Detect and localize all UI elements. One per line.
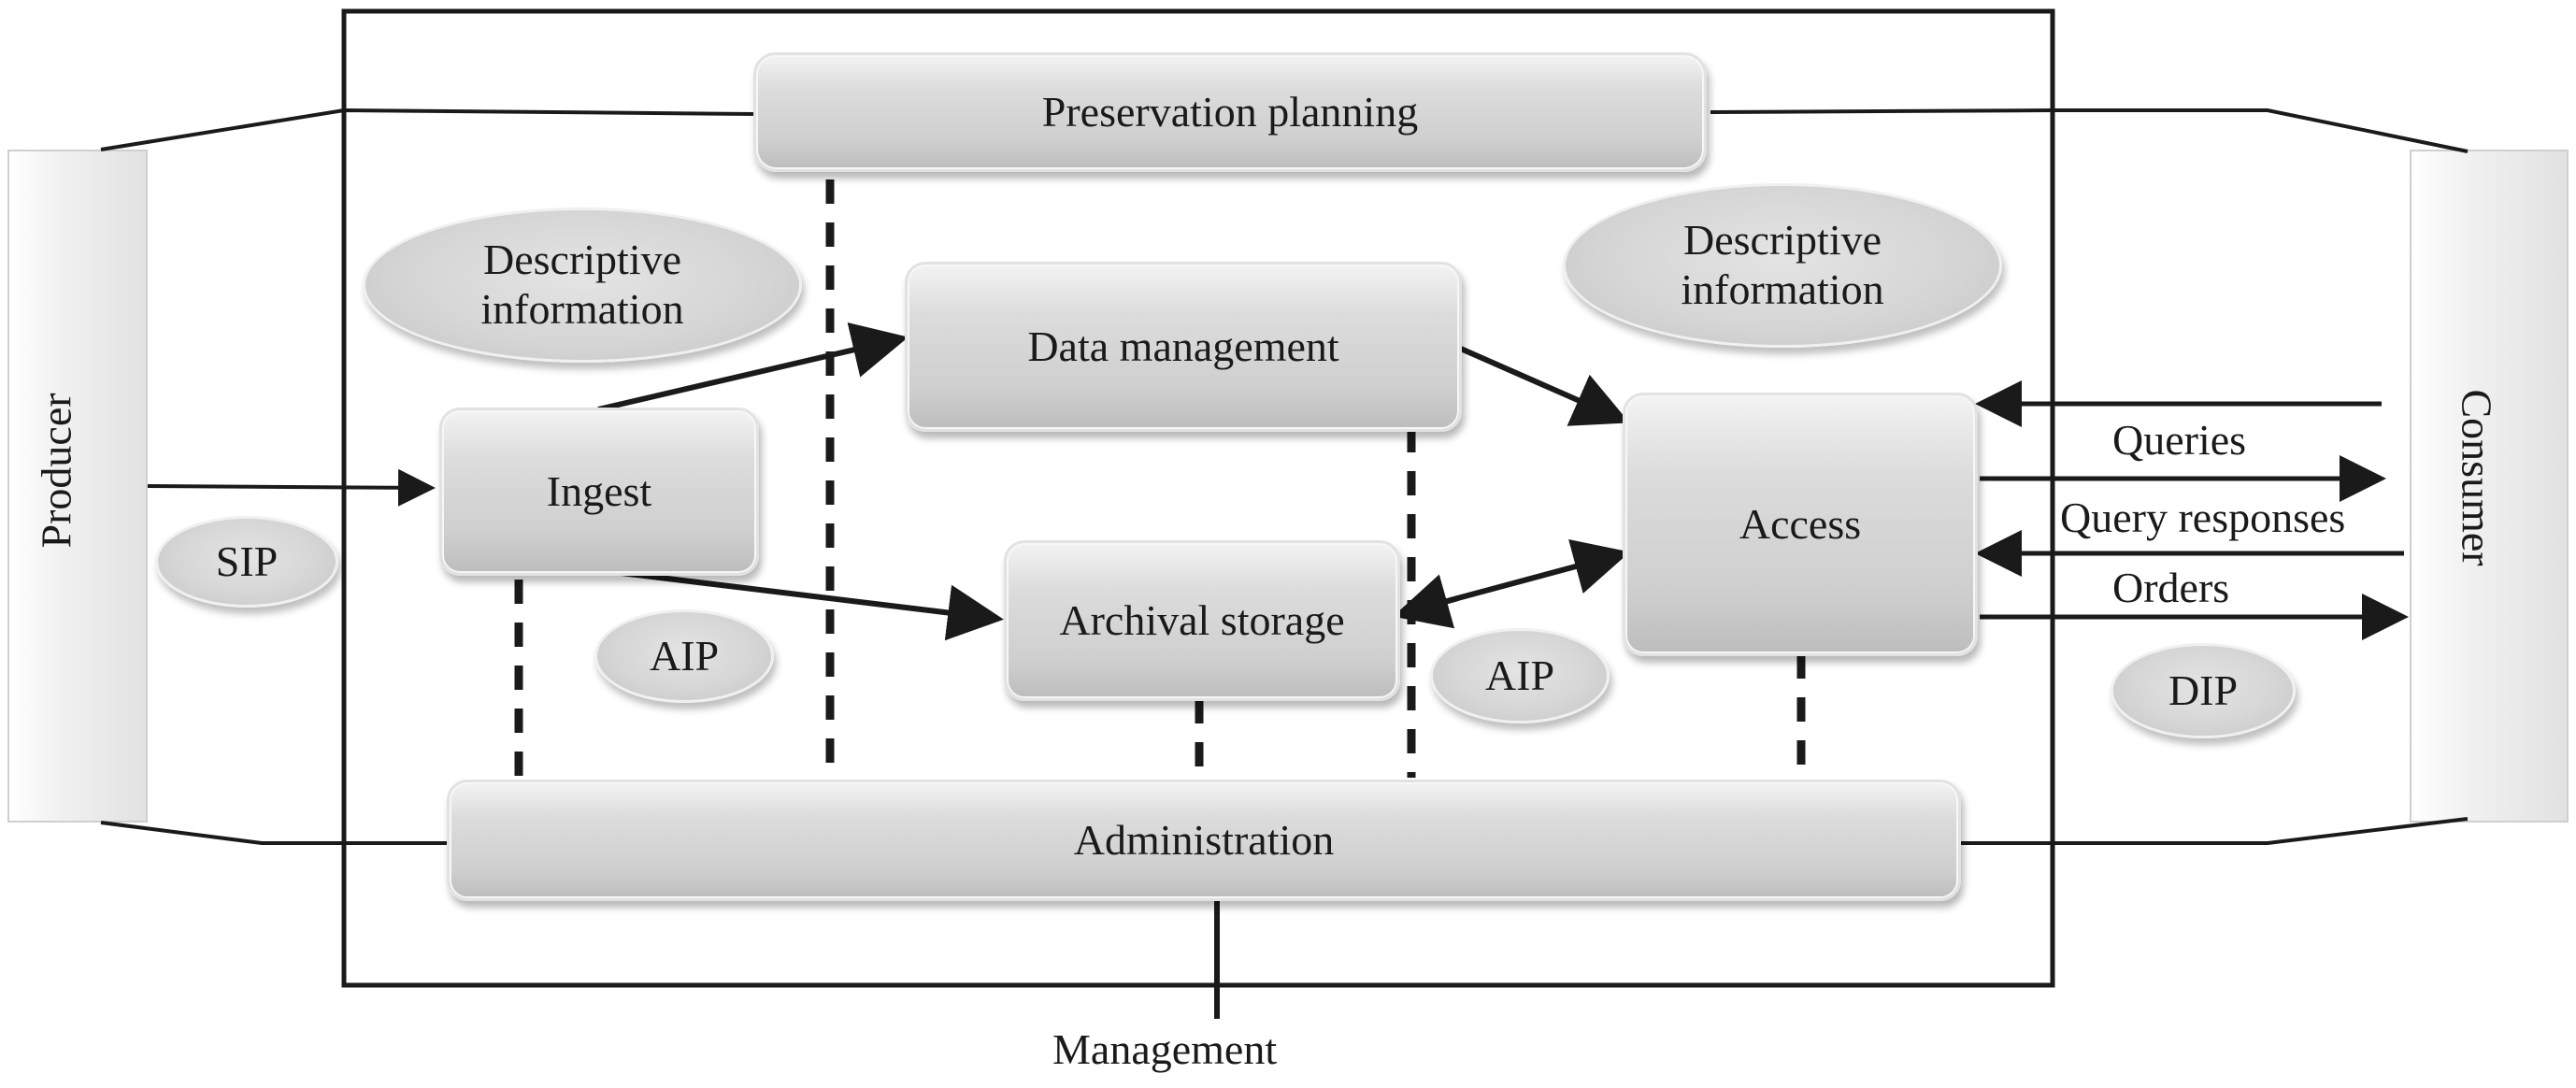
arrow-ingest-datamgmt: [597, 322, 909, 412]
sip-ellipse: SIP: [155, 516, 338, 608]
dip-label: DIP: [2168, 666, 2239, 714]
producer-panel: [7, 150, 148, 823]
descriptive-information-left-ellipse: Descriptive information: [363, 208, 802, 363]
dip-ellipse: DIP: [2111, 643, 2296, 738]
queries-label: Queries: [2112, 416, 2247, 464]
aip-left-label: AIP: [649, 631, 720, 680]
archival-storage-label: Archival storage: [1059, 596, 1345, 645]
access-label: Access: [1739, 500, 1862, 549]
producer-top-connector: [100, 107, 756, 151]
query-responses-label: Query responses: [2060, 494, 2346, 541]
arrow-datamgmt-access: [1453, 343, 1630, 426]
management-label: Management: [1052, 1025, 1278, 1073]
access-box[interactable]: Access: [1623, 393, 1978, 656]
consumer-panel: [2410, 150, 2569, 823]
aip-right-label: AIP: [1484, 651, 1555, 699]
administration-box[interactable]: Administration: [447, 780, 1961, 901]
producer-label: Producer: [32, 393, 80, 549]
consumer-label: Consumer: [2453, 389, 2501, 566]
descriptive-information-left-label: Descriptive information: [480, 236, 684, 333]
preservation-planning-box[interactable]: Preservation planning: [753, 52, 1707, 172]
arrow-storage-from-access-tip: [1393, 574, 1459, 629]
consumer-top-connector: [1710, 108, 2469, 153]
arrow-ingest-storage: [597, 567, 1004, 641]
ingest-box[interactable]: Ingest: [439, 408, 759, 576]
descriptive-information-right-label: Descriptive information: [1681, 216, 1884, 313]
arrow-sip-ingest: [147, 468, 436, 507]
archive-frame: [341, 8, 2055, 988]
orders-label: Orders: [2112, 564, 2230, 611]
aip-left-ellipse: AIP: [594, 609, 774, 703]
data-management-label: Data management: [1027, 322, 1339, 371]
archival-storage-box[interactable]: Archival storage: [1004, 540, 1400, 701]
sip-label: SIP: [215, 537, 279, 585]
ingest-label: Ingest: [546, 467, 652, 516]
aip-right-ellipse: AIP: [1430, 628, 1610, 723]
administration-label: Administration: [1073, 816, 1335, 865]
data-management-box[interactable]: Data management: [905, 262, 1462, 432]
consumer-bottom-connector: [1961, 817, 2469, 845]
descriptive-information-right-ellipse: Descriptive information: [1563, 183, 2002, 348]
preservation-planning-label: Preservation planning: [1041, 88, 1419, 136]
producer-bottom-connector: [100, 821, 449, 845]
